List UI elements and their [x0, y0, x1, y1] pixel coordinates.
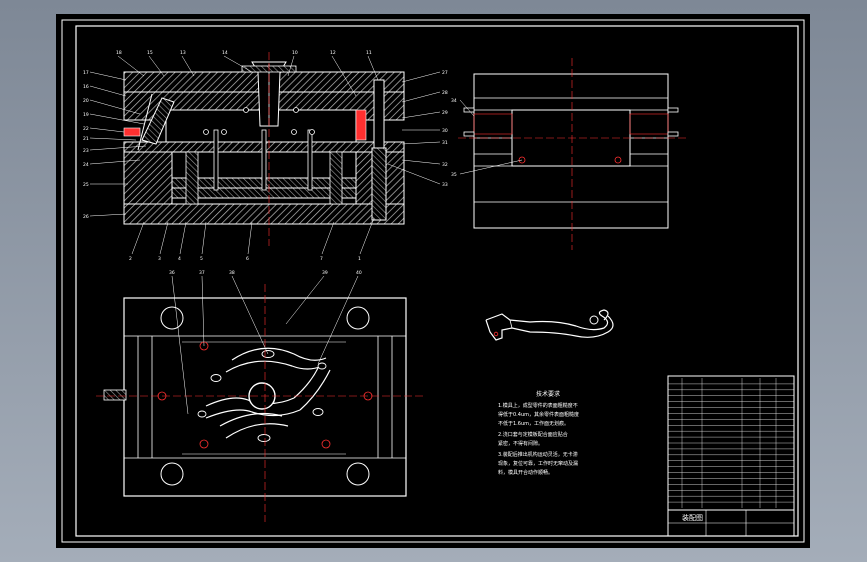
angle-pin-slider [141, 97, 175, 145]
tech-notes-title: 技术要求 [536, 390, 560, 398]
svg-text:19: 19 [83, 112, 89, 118]
svg-text:料，模具开合动作顺畅。: 料，模具开合动作顺畅。 [498, 469, 553, 476]
svg-text:得低于0.4um，其余零件表面粗糙度: 得低于0.4um，其余零件表面粗糙度 [498, 411, 579, 418]
section-view: 18 15 13 14 10 12 11 17 16 20 19 22 21 2… [83, 50, 448, 262]
guide-bush-bl [160, 462, 184, 486]
outer-frame [61, 19, 805, 543]
svg-text:4: 4 [178, 256, 181, 262]
svg-text:13: 13 [180, 50, 186, 56]
svg-text:5: 5 [200, 256, 203, 262]
guide-bush-br [346, 462, 370, 486]
svg-text:31: 31 [442, 140, 448, 146]
svg-text:11: 11 [366, 50, 372, 56]
svg-text:1.模具上，成型零件的表面粗糙度不: 1.模具上，成型零件的表面粗糙度不 [498, 402, 578, 409]
svg-text:1: 1 [358, 256, 361, 262]
technical-requirements: 技术要求 1.模具上，成型零件的表面粗糙度不 得低于0.4um，其余零件表面粗糙… [498, 390, 579, 476]
guide-bush-tr [346, 306, 370, 330]
svg-text:6: 6 [246, 256, 249, 262]
svg-text:28: 28 [442, 90, 448, 96]
side-view-pin-right [614, 156, 622, 164]
guide-pin [373, 79, 385, 151]
ejector-pin-3 [307, 129, 313, 191]
inner-frame [75, 25, 799, 537]
svg-text:16: 16 [83, 84, 89, 90]
callouts-left: 17 16 20 19 22 21 23 24 25 26 [83, 70, 89, 220]
callouts-top: 18 15 13 14 10 12 11 [116, 50, 372, 56]
guide-bush-tl [160, 306, 184, 330]
svg-text:38: 38 [229, 270, 235, 276]
cooling-channels [203, 107, 315, 135]
svg-text:35: 35 [451, 172, 457, 178]
svg-text:17: 17 [83, 70, 89, 76]
assembly-drawing: 18 15 13 14 10 12 11 17 16 20 19 22 21 2… [61, 19, 805, 543]
svg-text:36: 36 [169, 270, 175, 276]
svg-text:12: 12 [330, 50, 336, 56]
svg-text:2: 2 [129, 256, 132, 262]
svg-text:15: 15 [147, 50, 153, 56]
left-spacer-block [123, 151, 173, 205]
svg-text:29: 29 [442, 110, 448, 116]
cad-viewport[interactable]: 18 15 13 14 10 12 11 17 16 20 19 22 21 2… [56, 14, 810, 548]
ejector-pin-2 [261, 129, 267, 191]
svg-text:14: 14 [222, 50, 228, 56]
support-pillar-1 [185, 151, 199, 205]
svg-text:32: 32 [442, 162, 448, 168]
svg-text:21: 21 [83, 136, 89, 142]
svg-text:18: 18 [116, 50, 122, 56]
svg-text:10: 10 [292, 50, 298, 56]
svg-text:3: 3 [158, 256, 161, 262]
bottom-clamp-plate [123, 203, 405, 225]
svg-text:22: 22 [83, 126, 89, 132]
svg-text:27: 27 [442, 70, 448, 76]
brake-lever-part [485, 309, 614, 341]
svg-text:40: 40 [356, 270, 362, 276]
svg-text:34: 34 [451, 98, 457, 104]
svg-text:20: 20 [83, 98, 89, 104]
callouts-bottom: 2 3 4 5 6 7 1 [129, 256, 361, 262]
svg-text:不低于1.6um，工作面无划痕。: 不低于1.6um，工作面无划痕。 [498, 420, 569, 427]
svg-text:2.浇口套与定模板配合面应贴合: 2.浇口套与定模板配合面应贴合 [498, 431, 568, 438]
runner-system [205, 347, 331, 439]
svg-text:33: 33 [442, 182, 448, 188]
svg-text:39: 39 [322, 270, 328, 276]
support-pillar-2 [329, 151, 343, 205]
svg-text:7: 7 [320, 256, 323, 262]
ejector-pin-1 [213, 129, 219, 191]
svg-text:23: 23 [83, 148, 89, 154]
parts-list [668, 378, 794, 508]
svg-text:紧密，不得有间隙。: 紧密，不得有间隙。 [498, 440, 543, 447]
title-block: 装配图 [667, 375, 795, 537]
title-block-title: 装配图 [682, 513, 703, 522]
svg-text:现象，复位可靠，工作时无窜动及漏: 现象，复位可靠，工作时无窜动及漏 [498, 460, 578, 467]
svg-text:37: 37 [199, 270, 205, 276]
svg-text:3.装配后推出机构运动灵活，无卡滞: 3.装配后推出机构运动灵活，无卡滞 [498, 451, 578, 458]
side-view: 34 35 [451, 58, 686, 250]
right-lock-block [355, 109, 367, 141]
svg-text:25: 25 [83, 182, 89, 188]
svg-text:26: 26 [83, 214, 89, 220]
svg-text:30: 30 [442, 128, 448, 134]
svg-text:24: 24 [83, 162, 89, 168]
plan-view-nozzle [103, 389, 127, 401]
left-stop-block [123, 127, 141, 137]
callouts-right: 27 28 29 30 31 32 33 [442, 70, 448, 188]
plan-view: 36 37 38 39 40 [96, 270, 424, 522]
return-pin [371, 147, 387, 221]
